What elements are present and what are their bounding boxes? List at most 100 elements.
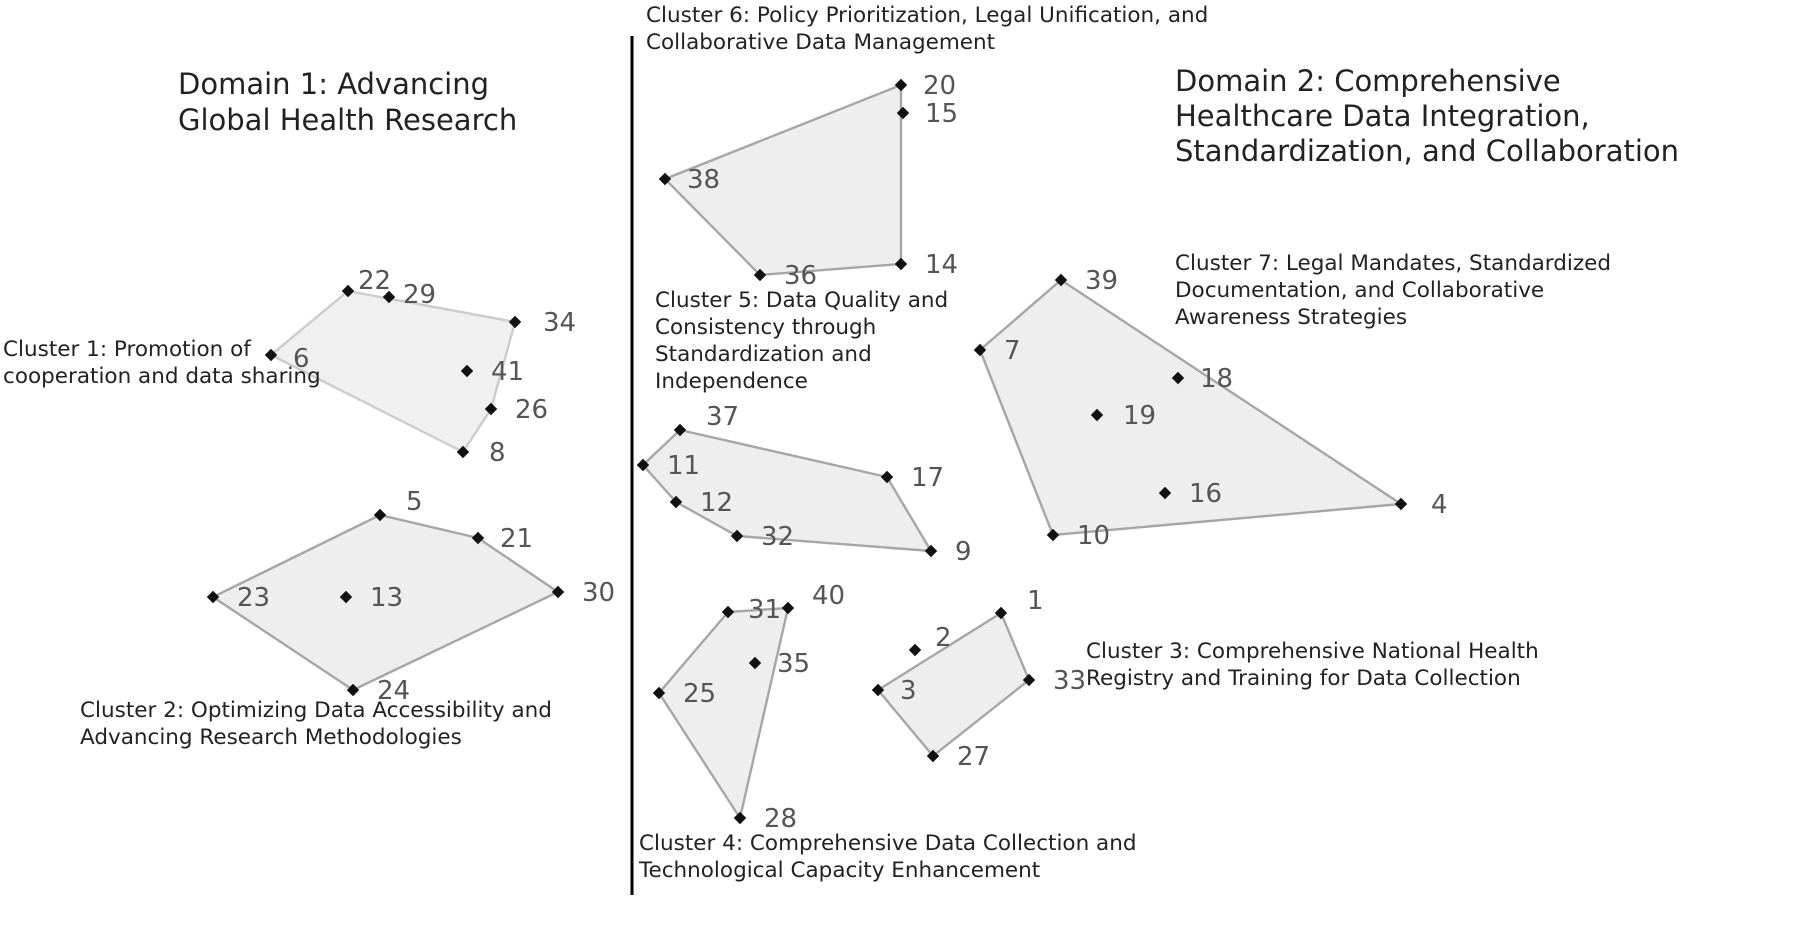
statement-33-number: 33 bbox=[1053, 666, 1086, 696]
cluster-7-label: Cluster 7: Legal Mandates, Standardized … bbox=[1175, 251, 1618, 330]
statement-18: 18 bbox=[1171, 364, 1233, 394]
statement-10-number: 10 bbox=[1077, 521, 1110, 551]
statement-34-marker bbox=[508, 315, 522, 329]
statement-35: 35 bbox=[748, 649, 810, 679]
statement-37-number: 37 bbox=[706, 402, 739, 432]
cluster-2-label-line: Advancing Research Methodologies bbox=[80, 725, 462, 750]
cluster-2-label: Cluster 2: Optimizing Data Accessibility… bbox=[80, 698, 559, 750]
cluster-7-label-line: Cluster 7: Legal Mandates, Standardized bbox=[1175, 251, 1611, 276]
cluster-4-hull bbox=[657, 606, 790, 822]
statement-8-number: 8 bbox=[489, 438, 506, 468]
statement-6-number: 6 bbox=[293, 344, 310, 374]
statement-4: 4 bbox=[1394, 490, 1448, 520]
statement-19: 19 bbox=[1090, 401, 1156, 431]
statement-8-marker bbox=[456, 445, 470, 459]
statement-41-number: 41 bbox=[491, 357, 524, 387]
statement-39: 39 bbox=[1054, 266, 1118, 296]
statement-3-marker bbox=[871, 683, 885, 697]
cluster-5-label: Cluster 5: Data Quality and Consistency … bbox=[655, 288, 955, 394]
domain-2-title: Domain 2: Comprehensive Healthcare Data … bbox=[1175, 64, 1679, 168]
cluster-3-label: Cluster 3: Comprehensive National Health… bbox=[1086, 639, 1546, 691]
statement-4-marker bbox=[1394, 497, 1408, 511]
statement-28: 28 bbox=[733, 804, 797, 834]
statement-1-number: 1 bbox=[1027, 586, 1044, 616]
domain-1-title: Domain 1: Advancing Global Health Resear… bbox=[178, 67, 517, 137]
statement-23-marker bbox=[206, 590, 220, 604]
statement-16-marker bbox=[1158, 486, 1172, 500]
statement-7-marker bbox=[973, 343, 987, 357]
domain-2-title-line: Standardization, and Collaboration bbox=[1175, 134, 1679, 168]
statement-9-number: 9 bbox=[955, 537, 972, 567]
statement-21-marker bbox=[471, 531, 485, 545]
statement-34: 34 bbox=[508, 308, 576, 338]
statement-15-number: 15 bbox=[925, 99, 958, 129]
statement-7-number: 7 bbox=[1004, 336, 1021, 366]
statement-28-number: 28 bbox=[764, 804, 797, 834]
statement-33-marker bbox=[1022, 673, 1036, 687]
statement-5-marker bbox=[373, 508, 387, 522]
cluster-4-label-line: Cluster 4: Comprehensive Data Collection… bbox=[639, 831, 1137, 856]
domain-1-title-line: Global Health Research bbox=[178, 103, 517, 137]
statement-6: 6 bbox=[264, 344, 310, 374]
statement-27: 27 bbox=[926, 742, 990, 772]
statement-39-number: 39 bbox=[1085, 266, 1118, 296]
statement-14-number: 14 bbox=[925, 250, 958, 280]
statement-16-number: 16 bbox=[1189, 479, 1222, 509]
statement-23: 23 bbox=[206, 583, 270, 613]
statement-36-number: 36 bbox=[784, 261, 817, 291]
cluster-6-label-line: Cluster 6: Policy Prioritization, Legal … bbox=[646, 3, 1208, 28]
statement-13-number: 13 bbox=[370, 583, 403, 613]
statement-15-marker bbox=[896, 106, 910, 120]
statement-40-marker bbox=[781, 601, 795, 615]
statement-38-number: 38 bbox=[687, 165, 720, 195]
cluster-7-label-line: Documentation, and Collaborative bbox=[1175, 278, 1544, 303]
statement-17-number: 17 bbox=[911, 463, 944, 493]
statement-37-marker bbox=[673, 423, 687, 437]
statement-18-number: 18 bbox=[1200, 364, 1233, 394]
statement-13: 13 bbox=[339, 583, 403, 613]
statement-31-number: 31 bbox=[748, 595, 781, 625]
cluster-6-label: Cluster 6: Policy Prioritization, Legal … bbox=[646, 3, 1215, 55]
statement-30-marker bbox=[551, 585, 565, 599]
statement-22-number: 22 bbox=[358, 266, 391, 296]
statement-12-number: 12 bbox=[700, 488, 733, 518]
statement-3: 3 bbox=[871, 676, 917, 706]
statement-12-marker bbox=[669, 495, 683, 509]
statement-9: 9 bbox=[924, 537, 972, 567]
statement-26: 26 bbox=[484, 395, 548, 425]
statement-7: 7 bbox=[973, 336, 1021, 366]
statement-8: 8 bbox=[456, 438, 506, 468]
statement-24-marker bbox=[346, 683, 360, 697]
statement-22-marker bbox=[341, 284, 355, 298]
cluster-2-label-line: Cluster 2: Optimizing Data Accessibility… bbox=[80, 698, 552, 723]
statement-17-marker bbox=[880, 470, 894, 484]
cluster-1-label-line: Cluster 1: Promotion of bbox=[3, 337, 251, 362]
cluster-4-label-line: Technological Capacity Enhancement bbox=[638, 858, 1040, 883]
statement-19-number: 19 bbox=[1123, 401, 1156, 431]
statement-30: 30 bbox=[551, 578, 615, 608]
cluster-1-hull bbox=[268, 289, 517, 454]
cluster-3-label-line: Registry and Training for Data Collectio… bbox=[1086, 666, 1521, 691]
statement-5: 5 bbox=[373, 487, 423, 522]
cluster-1-label: Cluster 1: Promotion of cooperation and … bbox=[3, 337, 321, 389]
domain-1-title-line: Domain 1: Advancing bbox=[178, 67, 489, 101]
statement-20: 20 bbox=[894, 71, 956, 101]
statement-31-marker bbox=[721, 605, 735, 619]
statement-19-marker bbox=[1090, 408, 1104, 422]
statement-25-marker bbox=[652, 686, 666, 700]
statement-24: 24 bbox=[346, 676, 410, 706]
statement-22: 22 bbox=[341, 266, 391, 298]
statement-32-number: 32 bbox=[761, 522, 794, 552]
statement-1: 1 bbox=[994, 586, 1044, 620]
cluster-4-label: Cluster 4: Comprehensive Data Collection… bbox=[638, 831, 1143, 883]
statement-30-number: 30 bbox=[582, 578, 615, 608]
statement-10-marker bbox=[1046, 528, 1060, 542]
statement-29-marker bbox=[382, 290, 396, 304]
domain-2-title-line: Healthcare Data Integration, bbox=[1175, 99, 1590, 133]
statement-32: 32 bbox=[730, 522, 794, 552]
statement-20-marker bbox=[894, 78, 908, 92]
domain-2-title-line: Domain 2: Comprehensive bbox=[1175, 64, 1561, 98]
statement-21: 21 bbox=[471, 524, 533, 554]
cluster-6-label-line: Collaborative Data Management bbox=[646, 30, 995, 55]
cluster-5-label-line: Independence bbox=[655, 369, 808, 394]
